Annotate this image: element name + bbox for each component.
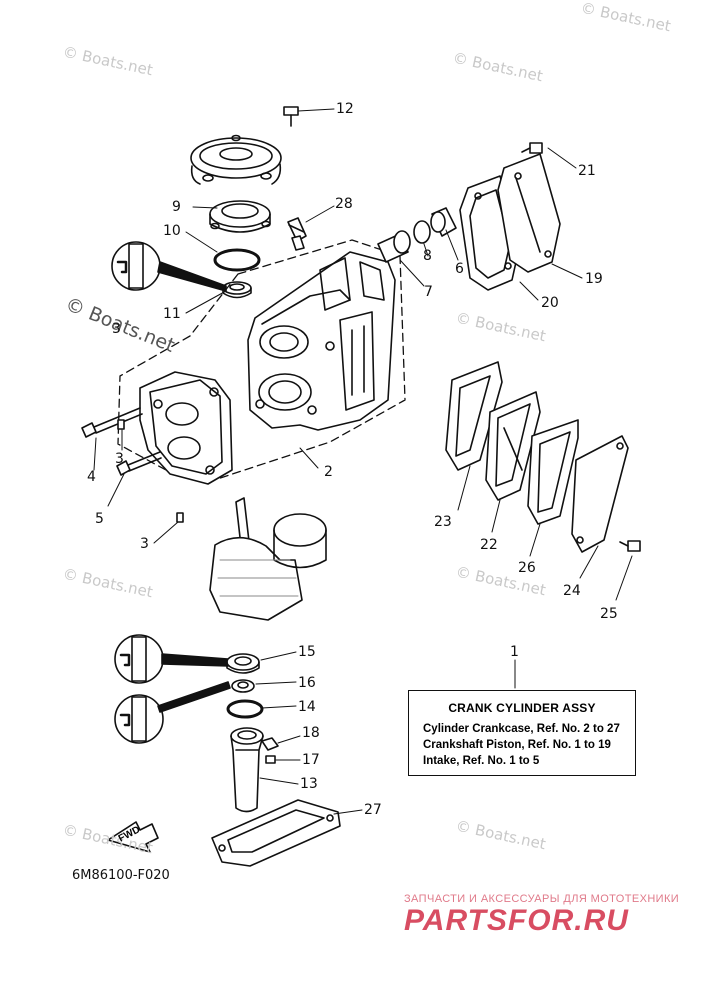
callout-1: 1 (510, 644, 519, 660)
callout-6: 6 (455, 261, 464, 277)
oil-seal-16 (231, 679, 255, 693)
grease-symbol-top (111, 241, 227, 292)
callout-19: 19 (585, 271, 603, 287)
dowel-pin-3b (176, 512, 184, 523)
callout-3: 3 (115, 451, 124, 467)
callout-9: 9 (172, 199, 181, 215)
callout-26: 26 (518, 560, 536, 576)
callout-14: 14 (298, 699, 316, 715)
oil-seal-11 (222, 281, 252, 299)
cover-24 (571, 435, 629, 553)
gasket-23 (445, 361, 503, 471)
crankshaft-piston (209, 497, 327, 621)
callout-23: 23 (434, 514, 452, 530)
screw-17 (265, 755, 276, 764)
callout-3: 3 (112, 321, 121, 337)
reed-valve-22 (485, 391, 541, 501)
callout-27: 27 (364, 802, 382, 818)
spark-plug-28 (287, 217, 307, 251)
callout-13: 13 (300, 776, 318, 792)
crankcase-half (139, 371, 233, 485)
grease-symbol-low (114, 681, 231, 744)
callout-22: 22 (480, 537, 498, 553)
assembly-info-box: CRANK CYLINDER ASSY Cylinder Crankcase, … (408, 690, 636, 776)
fitting-7 (377, 230, 411, 263)
oil-seal-15 (226, 653, 260, 674)
callout-28: 28 (335, 196, 353, 212)
callout-25: 25 (600, 606, 618, 622)
bolt-25 (619, 540, 641, 552)
bolt-5 (116, 451, 162, 476)
cover-19 (497, 153, 561, 273)
callout-12: 12 (336, 101, 354, 117)
callout-4: 4 (87, 469, 96, 485)
bolt-12 (283, 106, 299, 127)
callout-10: 10 (163, 223, 181, 239)
o-ring-14 (226, 699, 264, 719)
callout-21: 21 (578, 163, 596, 179)
callout-17: 17 (302, 752, 320, 768)
bolt-21 (521, 142, 543, 154)
gasket-26 (527, 419, 579, 525)
assembly-line: Intake, Ref. No. 1 to 5 (423, 755, 540, 767)
gasket-27 (211, 799, 341, 867)
o-ring-10 (213, 248, 261, 272)
bolt-4 (81, 407, 143, 438)
fwd-arrow (107, 821, 159, 853)
callout-18: 18 (302, 725, 320, 741)
grease-symbol-mid (114, 634, 229, 684)
callout-5: 5 (95, 511, 104, 527)
callout-16: 16 (298, 675, 316, 691)
washer-8 (413, 220, 431, 244)
assembly-line: Crankshaft Piston, Ref. No. 1 to 19 (423, 739, 611, 751)
callout-7: 7 (424, 284, 433, 300)
diagram-code: 6M86100-F020 (72, 868, 170, 883)
nut-18 (261, 737, 279, 751)
assembly-title: CRANK CYLINDER ASSY (448, 701, 596, 715)
callout-15: 15 (298, 644, 316, 660)
cover-plate (190, 134, 282, 185)
callout-24: 24 (563, 583, 581, 599)
callout-8: 8 (423, 248, 432, 264)
sleeve-13 (230, 727, 264, 813)
callout-11: 11 (163, 306, 181, 322)
shop-logo[interactable]: PARTSFOR.RU (404, 904, 629, 937)
cylinder-block (247, 251, 396, 431)
shop-tagline: ЗАПЧАСТИ И АКСЕССУАРЫ ДЛЯ МОТОТЕХНИКИ (404, 893, 680, 905)
callout-20: 20 (541, 295, 559, 311)
callout-3: 3 (140, 536, 149, 552)
callout-2: 2 (324, 464, 333, 480)
dowel-pin-3a (117, 419, 125, 430)
assembly-line: Cylinder Crankcase, Ref. No. 2 to 27 (423, 723, 620, 735)
housing-9 (209, 200, 271, 233)
cap-6 (430, 207, 457, 237)
